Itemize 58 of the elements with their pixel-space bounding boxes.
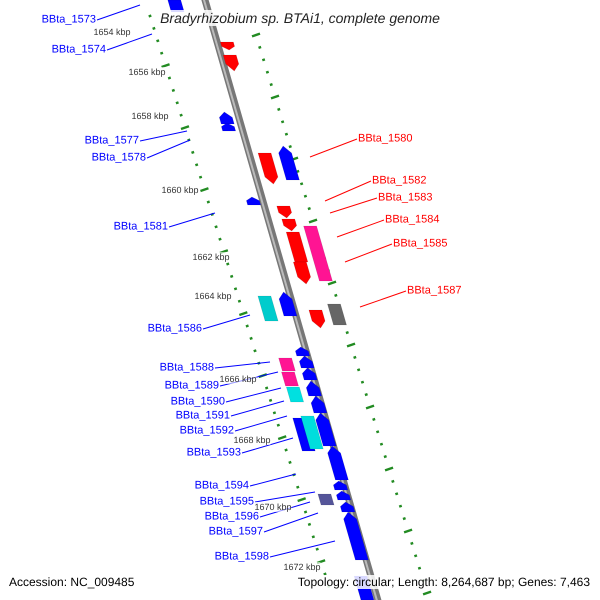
- gene-label: BBta_1597: [208, 526, 263, 538]
- leader-line: [254, 492, 316, 502]
- leader-line: [250, 474, 296, 486]
- leader-line: [242, 438, 294, 454]
- position-label: 1662 kbp: [192, 252, 230, 262]
- gene-label: BBta_1596: [204, 510, 259, 524]
- gene-label: BBta_1595: [200, 496, 254, 508]
- gene-label: BBta_1580: [358, 132, 412, 146]
- gene-label: BBta_1594: [194, 480, 249, 492]
- gene-label: BBta_1591: [176, 410, 230, 422]
- position-label: 1670 kbp: [254, 502, 292, 512]
- leader-line: [270, 540, 336, 558]
- leader-line: [234, 416, 288, 432]
- position-label: 1668 kbp: [233, 435, 271, 445]
- gene-label: BBta_1582: [372, 174, 426, 188]
- gene-label: BBta_1592: [180, 424, 234, 438]
- gene-label: BBta_1583: [378, 192, 432, 204]
- position-label: 1664 kbp: [194, 291, 232, 301]
- gene-label: BBta_1586: [148, 322, 202, 336]
- gene-label: BBta_1573: [42, 14, 96, 26]
- leader-line: [140, 130, 188, 142]
- leader-line: [202, 314, 250, 330]
- leader-line: [310, 138, 358, 158]
- gene-label: BBta_1589: [164, 380, 219, 392]
- gene-label: BBta_1590: [170, 396, 225, 408]
- position-label: 1654 kbp: [93, 27, 131, 37]
- leader-line: [336, 220, 384, 238]
- leader-line: [344, 244, 392, 262]
- position-label: 1660 kbp: [161, 185, 199, 195]
- leader-line: [106, 34, 152, 50]
- leader-line: [324, 180, 372, 202]
- leader-line: [96, 4, 140, 20]
- gene-label: BBta_1598: [214, 550, 269, 564]
- leader-line: [214, 362, 270, 368]
- leader-line: [226, 388, 282, 402]
- position-label: 1672 kbp: [283, 562, 321, 572]
- gene-label: BBta_1574: [52, 44, 106, 56]
- position-label: 1658 kbp: [131, 111, 169, 121]
- leader-line: [264, 512, 318, 532]
- gene-label: BBta_1578: [92, 152, 146, 164]
- footer-text: Topology: circular; Length: 8,264,687 bp; Genes: 7,463: [298, 575, 590, 589]
- leader-line: [260, 502, 310, 518]
- leader-line: [220, 372, 278, 386]
- gene-label: BBta_1593: [186, 446, 241, 460]
- gene-label: BBta_1577: [84, 134, 139, 148]
- footer-text: Accession: NC_009485: [9, 575, 134, 589]
- gene-label: BBta_1581: [114, 220, 168, 234]
- leader-line: [330, 198, 378, 214]
- leader-line: [168, 212, 216, 228]
- position-label: 1656 kbp: [128, 67, 166, 77]
- gene-label: BBta_1588: [160, 362, 214, 374]
- leader-line: [230, 400, 284, 416]
- gene-label: BBta_1584: [385, 214, 440, 226]
- gene-label: BBta_1585: [393, 238, 448, 250]
- gene-label: BBta_1587: [407, 284, 462, 298]
- leader-line: [146, 140, 190, 158]
- position-label: 1666 kbp: [219, 374, 257, 384]
- leader-line: [360, 290, 406, 308]
